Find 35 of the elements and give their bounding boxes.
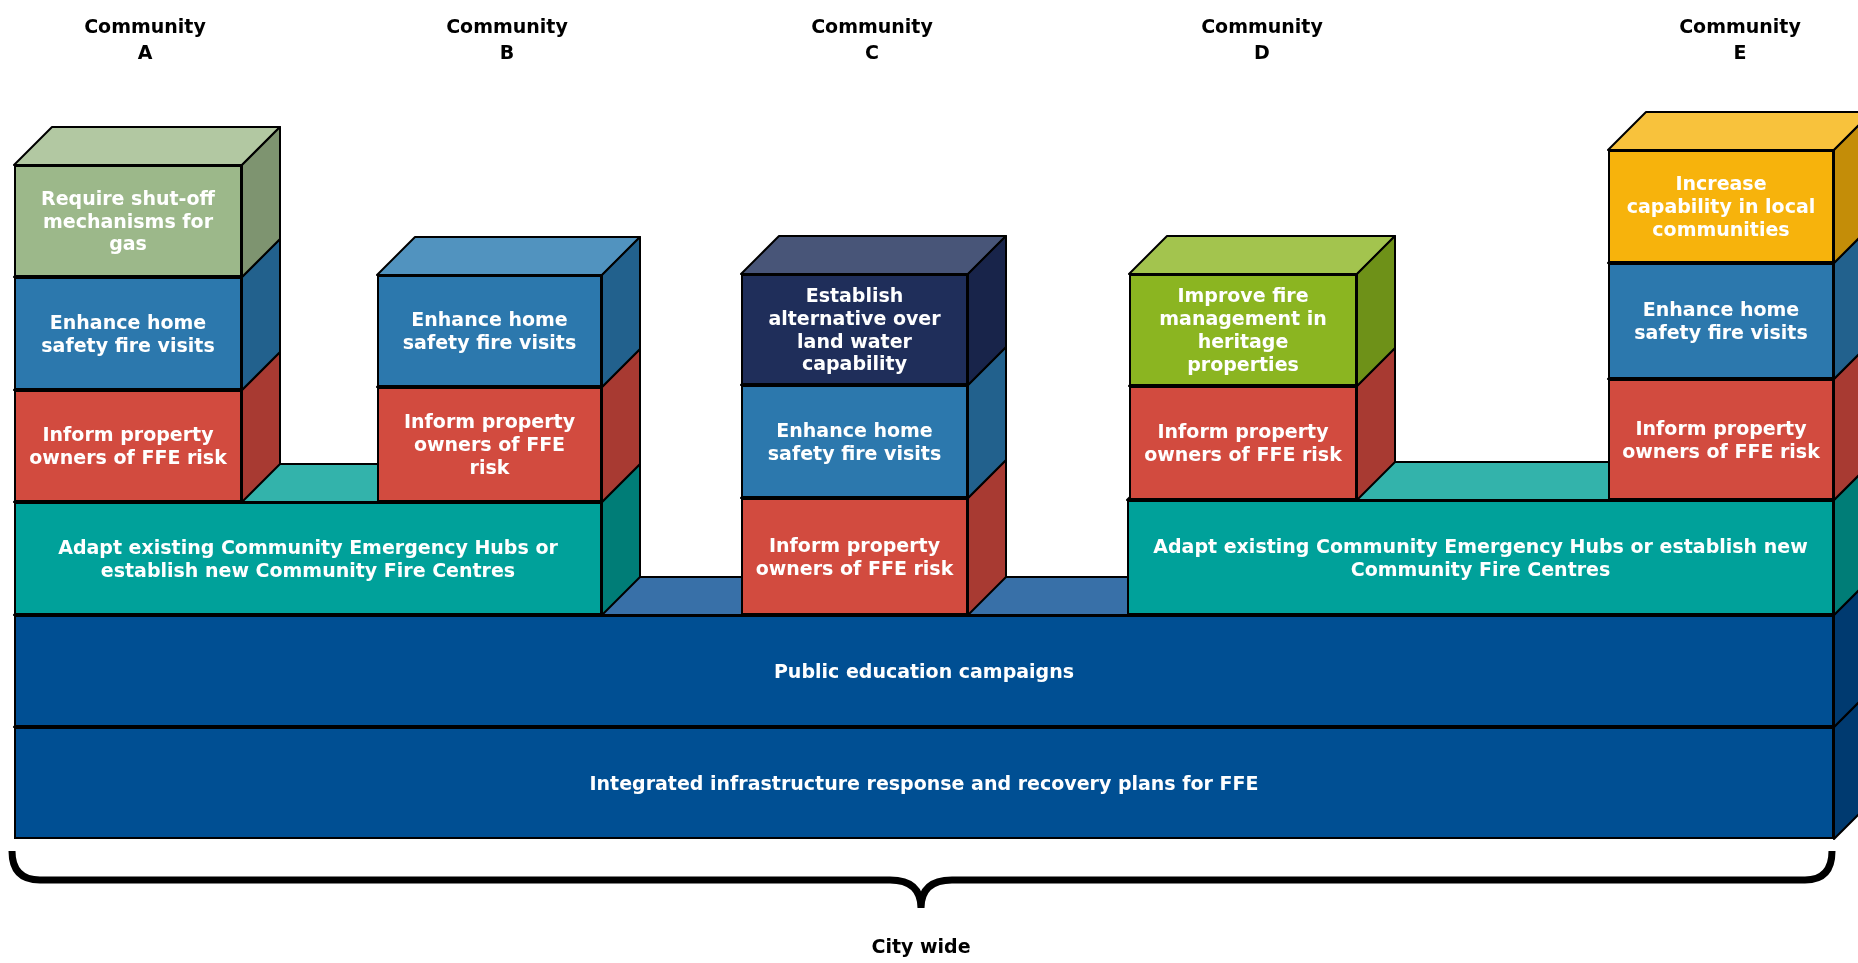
block-face xyxy=(1127,500,1834,615)
block-text: Adapt existing Community Emergency Hubs or establish new Community Fire Centres xyxy=(57,535,559,582)
block-text: Public education campaigns xyxy=(773,659,1075,683)
block-text: Adapt existing Community Emergency Hubs or establish new Community Fire Centres xyxy=(1152,534,1809,581)
block-text: Enhance home safety fire visits xyxy=(40,310,216,357)
block-text: Enhance home safety fire visits xyxy=(1633,298,1809,344)
block-face xyxy=(1608,150,1834,263)
block-face xyxy=(14,727,1834,839)
column-heading: Community C xyxy=(811,14,933,65)
block-text: Establish alternative over land water capability xyxy=(767,283,942,376)
block-face xyxy=(14,165,242,277)
block-face xyxy=(14,502,602,615)
block-face xyxy=(741,385,968,498)
block-text: Enhance home safety fire visits xyxy=(766,418,943,465)
block-text: Improve fire management in heritage properties xyxy=(1158,284,1328,376)
column-heading: Community E xyxy=(1679,14,1801,65)
block-text: Require shut-off mechanisms for gas xyxy=(40,186,216,256)
block-text: Inform property owners of FFE risk xyxy=(755,533,954,580)
column-heading: Community D xyxy=(1201,14,1323,65)
block-face xyxy=(377,275,602,387)
block-face xyxy=(1608,263,1834,379)
block-face xyxy=(1129,274,1357,386)
block-text: Increase capability in local communities xyxy=(1625,172,1817,241)
block-text: Integrated infrastructure response and recovery plans for FFE xyxy=(589,771,1259,795)
block-face xyxy=(14,615,1834,727)
block-text: Inform property owners of FFE risk xyxy=(1143,420,1343,466)
column-heading: Community A xyxy=(84,14,206,65)
block-text: Enhance home safety fire visits xyxy=(401,308,578,354)
block-text: Inform property owners of FFE risk xyxy=(28,423,228,469)
brace-label: City wide xyxy=(871,934,971,959)
block-text: Inform property owners of FFE risk xyxy=(402,410,576,479)
block-face xyxy=(14,277,242,390)
block-face xyxy=(741,274,968,385)
block-text: Inform property owners of FFE risk xyxy=(1622,416,1820,463)
column-heading: Community B xyxy=(446,14,568,65)
